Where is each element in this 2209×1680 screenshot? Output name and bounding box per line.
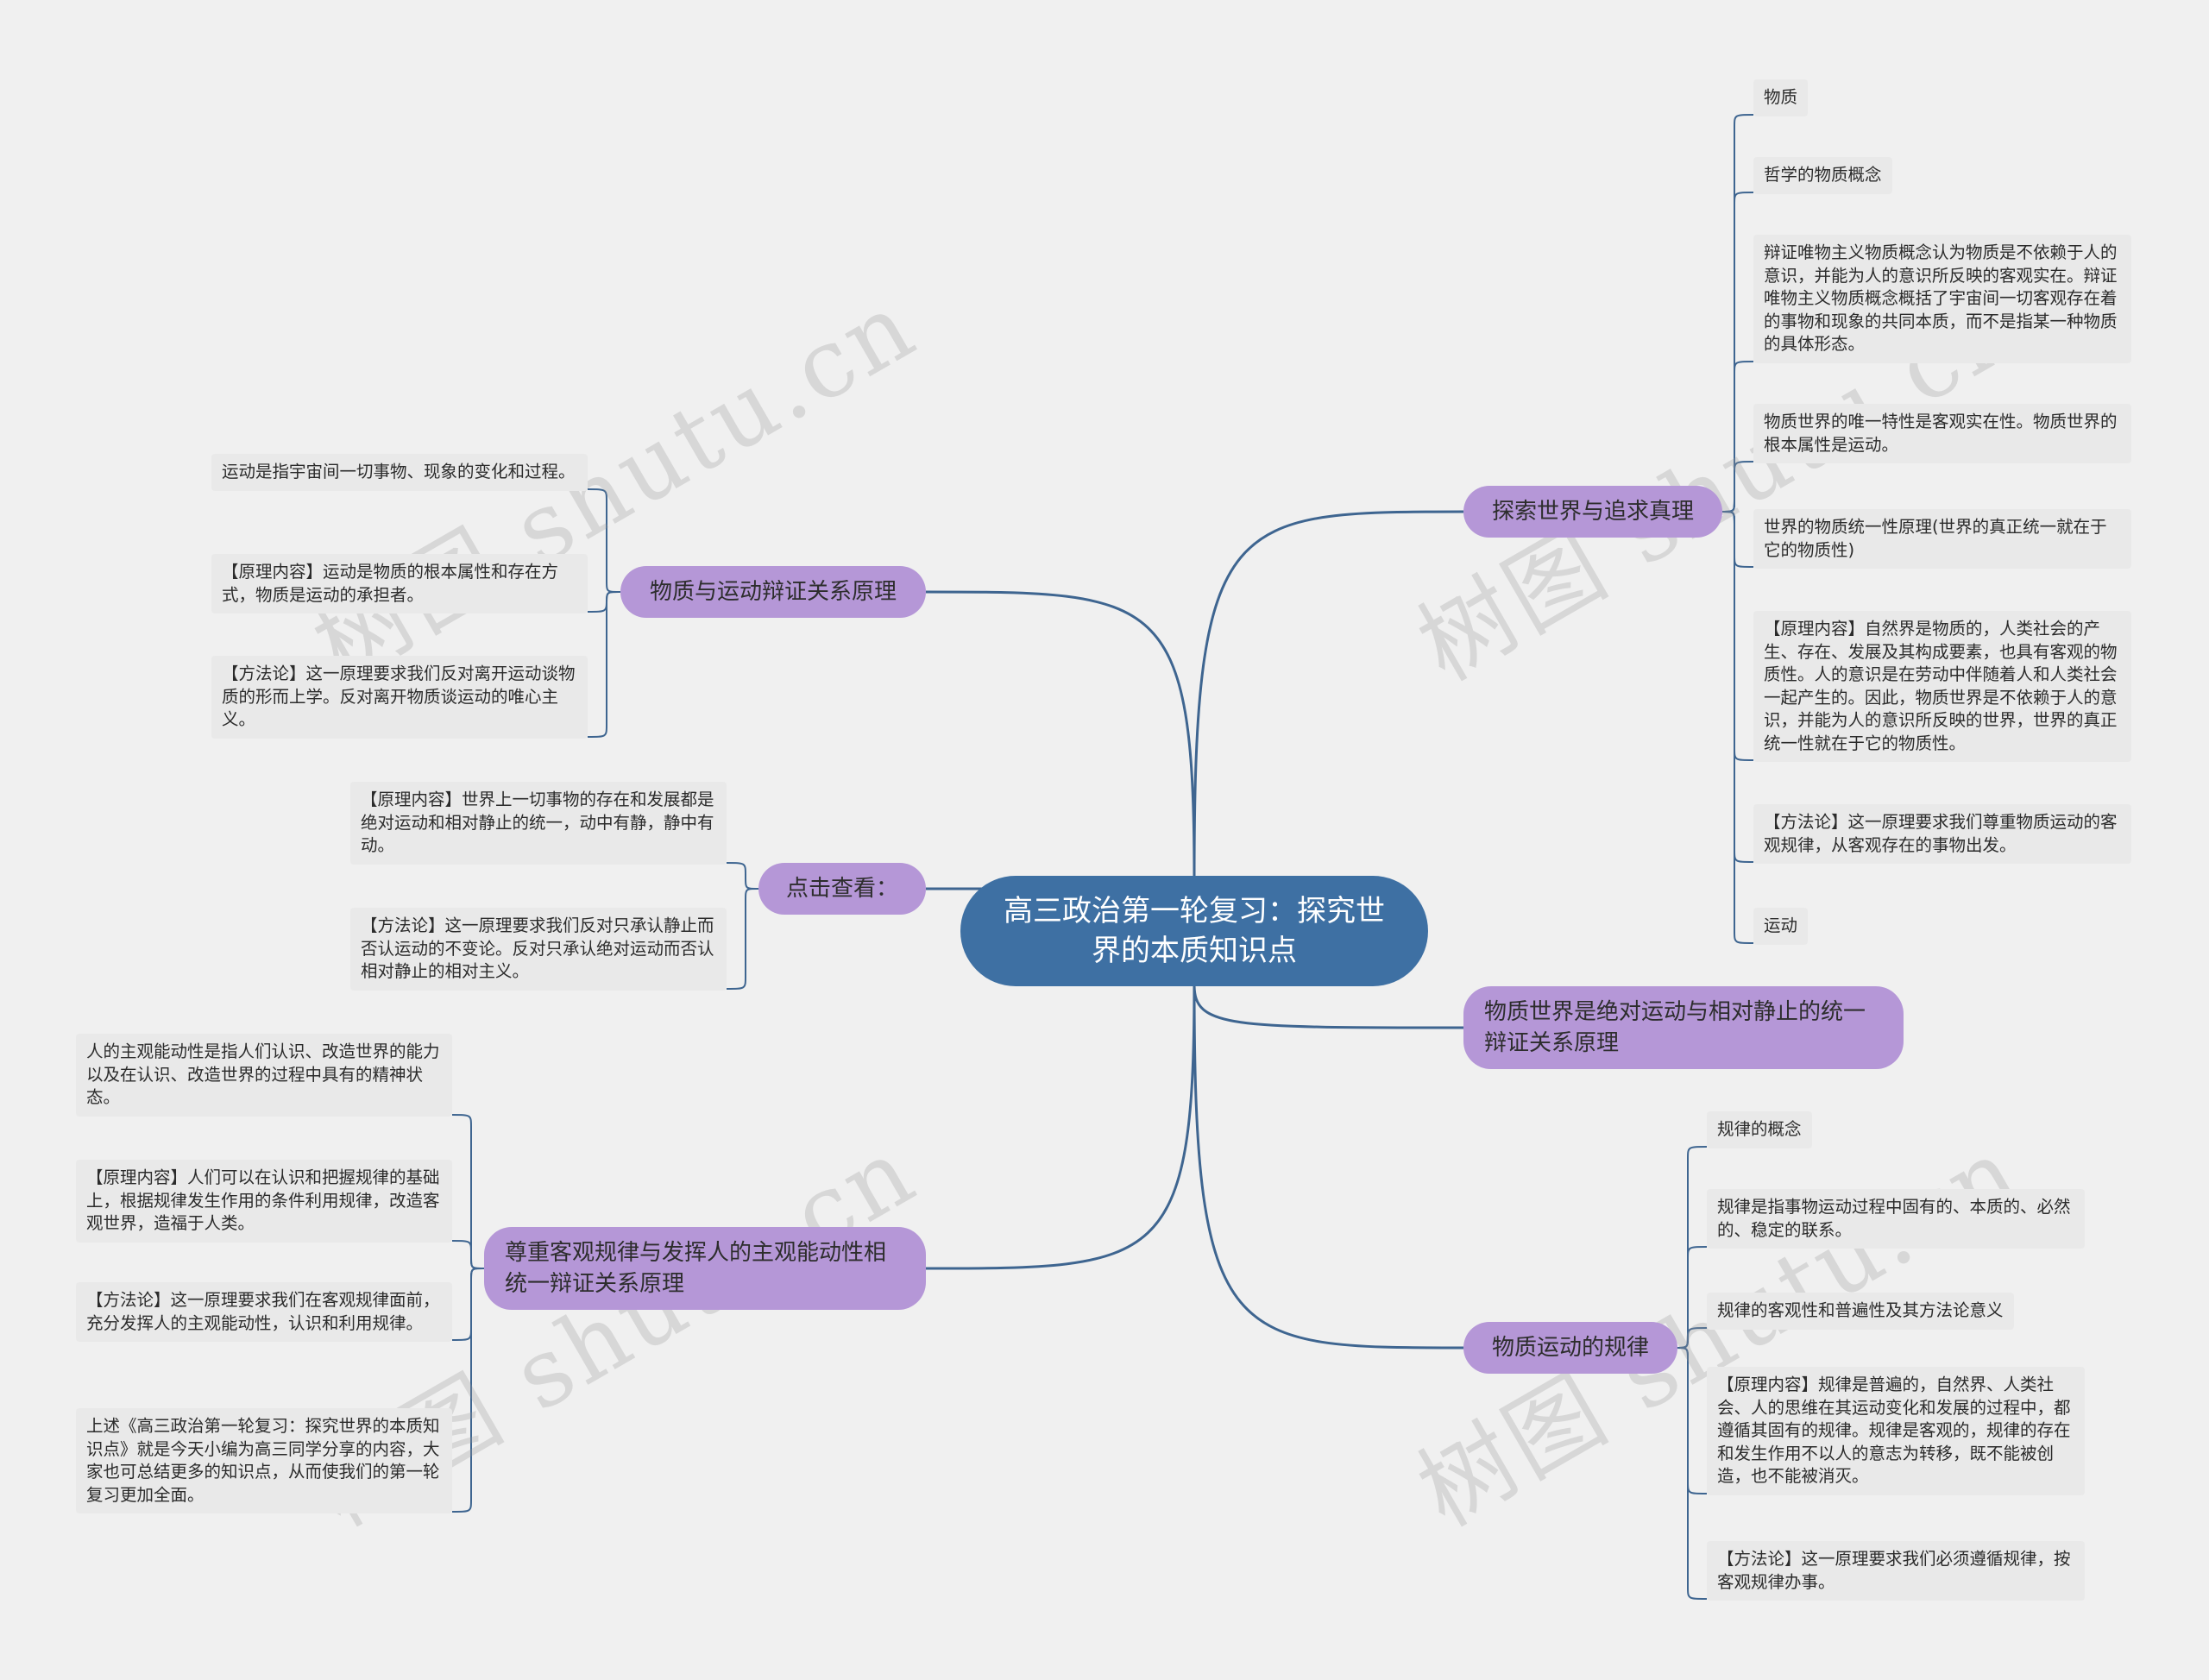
leaf-node[interactable]: 人的主观能动性是指人们认识、改造世界的能力以及在认识、改造世界的过程中具有的精神…	[76, 1034, 452, 1117]
leaf-node[interactable]: 【方法论】这一原理要求我们必须遵循规律，按客观规律办事。	[1707, 1541, 2085, 1601]
leaf-node[interactable]: 【原理内容】世界上一切事物的存在和发展都是绝对运动和相对静止的统一，动中有静，静…	[350, 782, 727, 865]
leaf-node[interactable]: 运动	[1753, 908, 1809, 945]
leaf-node[interactable]: 规律的客观性和普遍性及其方法论意义	[1707, 1293, 2014, 1330]
connector-line	[451, 1240, 484, 1269]
leaf-node[interactable]: 哲学的物质概念	[1753, 157, 1892, 194]
branch-matter-motion[interactable]: 物质与运动辩证关系原理	[620, 566, 926, 618]
connector-line	[1675, 1327, 1708, 1349]
leaf-node[interactable]: 世界的物质统一性原理(世界的真正统一就在于它的物质性)	[1753, 509, 2131, 569]
leaf-node[interactable]: 【方法论】这一原理要求我们在客观规律面前，充分发挥人的主观能动性，认识和利用规律…	[76, 1282, 452, 1342]
leaf-node[interactable]: 【原理内容】运动是物质的根本属性和存在方式，物质是运动的承担者。	[211, 554, 588, 613]
leaf-node[interactable]: 【方法论】这一原理要求我们尊重物质运动的客观规律，从客观存在的事物出发。	[1753, 804, 2131, 864]
branch-law-of-motion[interactable]: 物质运动的规律	[1463, 1322, 1677, 1374]
connector-line	[1721, 192, 1754, 513]
connector-line	[1721, 511, 1754, 944]
connector-line	[1675, 1347, 1708, 1600]
leaf-node[interactable]: 【方法论】这一原理要求我们反对只承认静止而否认运动的不变论。反对只承认绝对运动而…	[350, 908, 727, 991]
connector-line	[925, 590, 1196, 878]
connector-line	[1721, 114, 1754, 513]
connector-line	[1675, 1246, 1708, 1349]
leaf-node[interactable]: 【原理内容】人们可以在认识和把握规律的基础上，根据规律发生作用的条件利用规律，改…	[76, 1160, 452, 1243]
branch-click-view[interactable]: 点击查看：	[758, 863, 926, 915]
branch-respect-law[interactable]: 尊重客观规律与发挥人的主观能动性相统一辩证关系原理	[484, 1227, 926, 1310]
connector-line	[451, 1268, 484, 1513]
branch-absolute-motion[interactable]: 物质世界是绝对运动与相对静止的统一辩证关系原理	[1463, 986, 1904, 1069]
central-topic[interactable]: 高三政治第一轮复习：探究世界的本质知识点	[960, 876, 1428, 986]
leaf-node[interactable]: 物质	[1753, 79, 1809, 116]
leaf-node[interactable]: 【原理内容】自然界是物质的，人类社会的产生、存在、发展及其构成要素，也具有客观的…	[1753, 611, 2131, 762]
connector-line	[1721, 461, 1754, 513]
connector-line	[1721, 511, 1754, 863]
connector-line	[587, 591, 620, 613]
connector-line	[451, 1268, 484, 1341]
connector-line	[451, 1114, 484, 1269]
branch-explore-truth[interactable]: 探索世界与追求真理	[1463, 486, 1722, 538]
leaf-node[interactable]: 【原理内容】规律是普遍的，自然界、人类社会、人的思维在其运动变化和发展的过程中，…	[1707, 1367, 2085, 1495]
connector-line	[1193, 984, 1464, 1029]
connector-line	[726, 888, 758, 990]
connector-line	[1721, 361, 1754, 513]
connector-line	[726, 862, 758, 890]
connector-line	[1721, 511, 1754, 568]
leaf-node[interactable]: 【方法论】这一原理要求我们反对离开运动谈物质的形而上学。反对离开物质谈运动的唯心…	[211, 656, 588, 739]
connector-line	[1193, 984, 1464, 1350]
connector-line	[925, 984, 1196, 1270]
leaf-node[interactable]: 运动是指宇宙间一切事物、现象的变化和过程。	[211, 454, 588, 491]
connector-line	[1675, 1347, 1708, 1494]
connector-line	[587, 591, 620, 738]
leaf-node[interactable]: 规律的概念	[1707, 1111, 1812, 1148]
connector-line	[1721, 511, 1754, 761]
leaf-node[interactable]: 辩证唯物主义物质概念认为物质是不依赖于人的意识，并能为人的意识所反映的客观实在。…	[1753, 235, 2131, 363]
leaf-node[interactable]: 物质世界的唯一特性是客观实在性。物质世界的根本属性是运动。	[1753, 404, 2131, 463]
connector-line	[587, 488, 620, 593]
leaf-node[interactable]: 上述《高三政治第一轮复习：探究世界的本质知识点》就是今天小编为高三同学分享的内容…	[76, 1408, 452, 1513]
connector-line	[1193, 510, 1464, 878]
leaf-node[interactable]: 规律是指事物运动过程中固有的、本质的、必然的、稳定的联系。	[1707, 1189, 2085, 1249]
